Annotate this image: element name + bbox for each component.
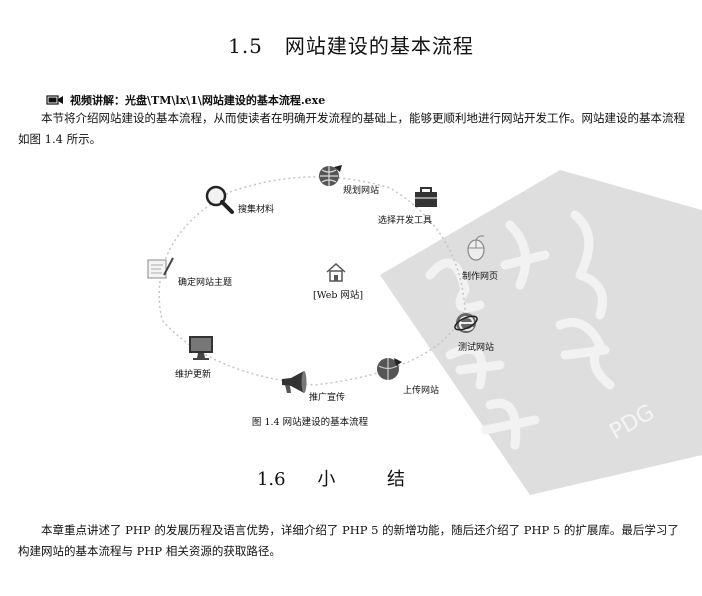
step-label-pages: 制作网页	[462, 272, 499, 282]
globe-plan-icon	[319, 165, 342, 186]
cycle-arrow	[158, 176, 466, 386]
video-line: 视频讲解：光盘\TM\lx\1\网站建设的基本流程.exe	[46, 92, 325, 108]
watermark-seal: PDG	[380, 170, 702, 495]
section2-title: 1.6 小 结	[0, 465, 662, 491]
ie-globe-icon	[454, 313, 478, 333]
upload-globe-icon	[377, 358, 402, 380]
section-title: 1.5 网站建设的基本流程	[0, 30, 702, 59]
section2-word-2: 结	[387, 469, 406, 490]
step-label-plan: 规划网站	[343, 186, 380, 196]
monitor-icon	[189, 336, 213, 360]
diagram-center-label: [Web 网站]	[313, 290, 364, 301]
step-label-collect: 搜集材料	[238, 205, 275, 215]
step-label-upload: 上传网站	[403, 386, 440, 396]
section2-word-1: 小	[317, 469, 336, 490]
intro-paragraph: 本节将介绍网站建设的基本流程，从而使读者在明确开发流程的基础上，能够更顺利地进行…	[18, 111, 685, 146]
step-label-promote: 推广宣传	[309, 393, 346, 403]
section2-number: 1.6	[256, 469, 286, 490]
notepad-icon	[147, 257, 174, 279]
mouse-icon	[467, 235, 485, 261]
step-label-test: 测试网站	[458, 343, 495, 353]
home-icon	[326, 262, 346, 282]
summary-paragraph: 本章重点讲述了 PHP 的发展历程及语言优势，详细介绍了 PHP 5 的新增功能…	[18, 523, 679, 558]
video-icon	[46, 95, 63, 105]
section-title-text: 网站建设的基本流程	[284, 34, 474, 58]
magnifier-icon	[205, 185, 234, 214]
step-label-maintain: 维护更新	[175, 370, 212, 380]
video-line-text: 视频讲解：光盘\TM\lx\1\网站建设的基本流程.exe	[70, 94, 326, 107]
toolbox-icon	[415, 187, 437, 207]
step-label-topic: 确定网站主题	[178, 278, 233, 288]
section-number: 1.5	[228, 34, 263, 58]
step-label-tools: 选择开发工具	[378, 216, 433, 226]
figure-caption: 图 1.4 网站建设的基本流程	[251, 417, 369, 428]
workflow-diagram	[158, 176, 466, 386]
megaphone-icon	[282, 371, 307, 393]
